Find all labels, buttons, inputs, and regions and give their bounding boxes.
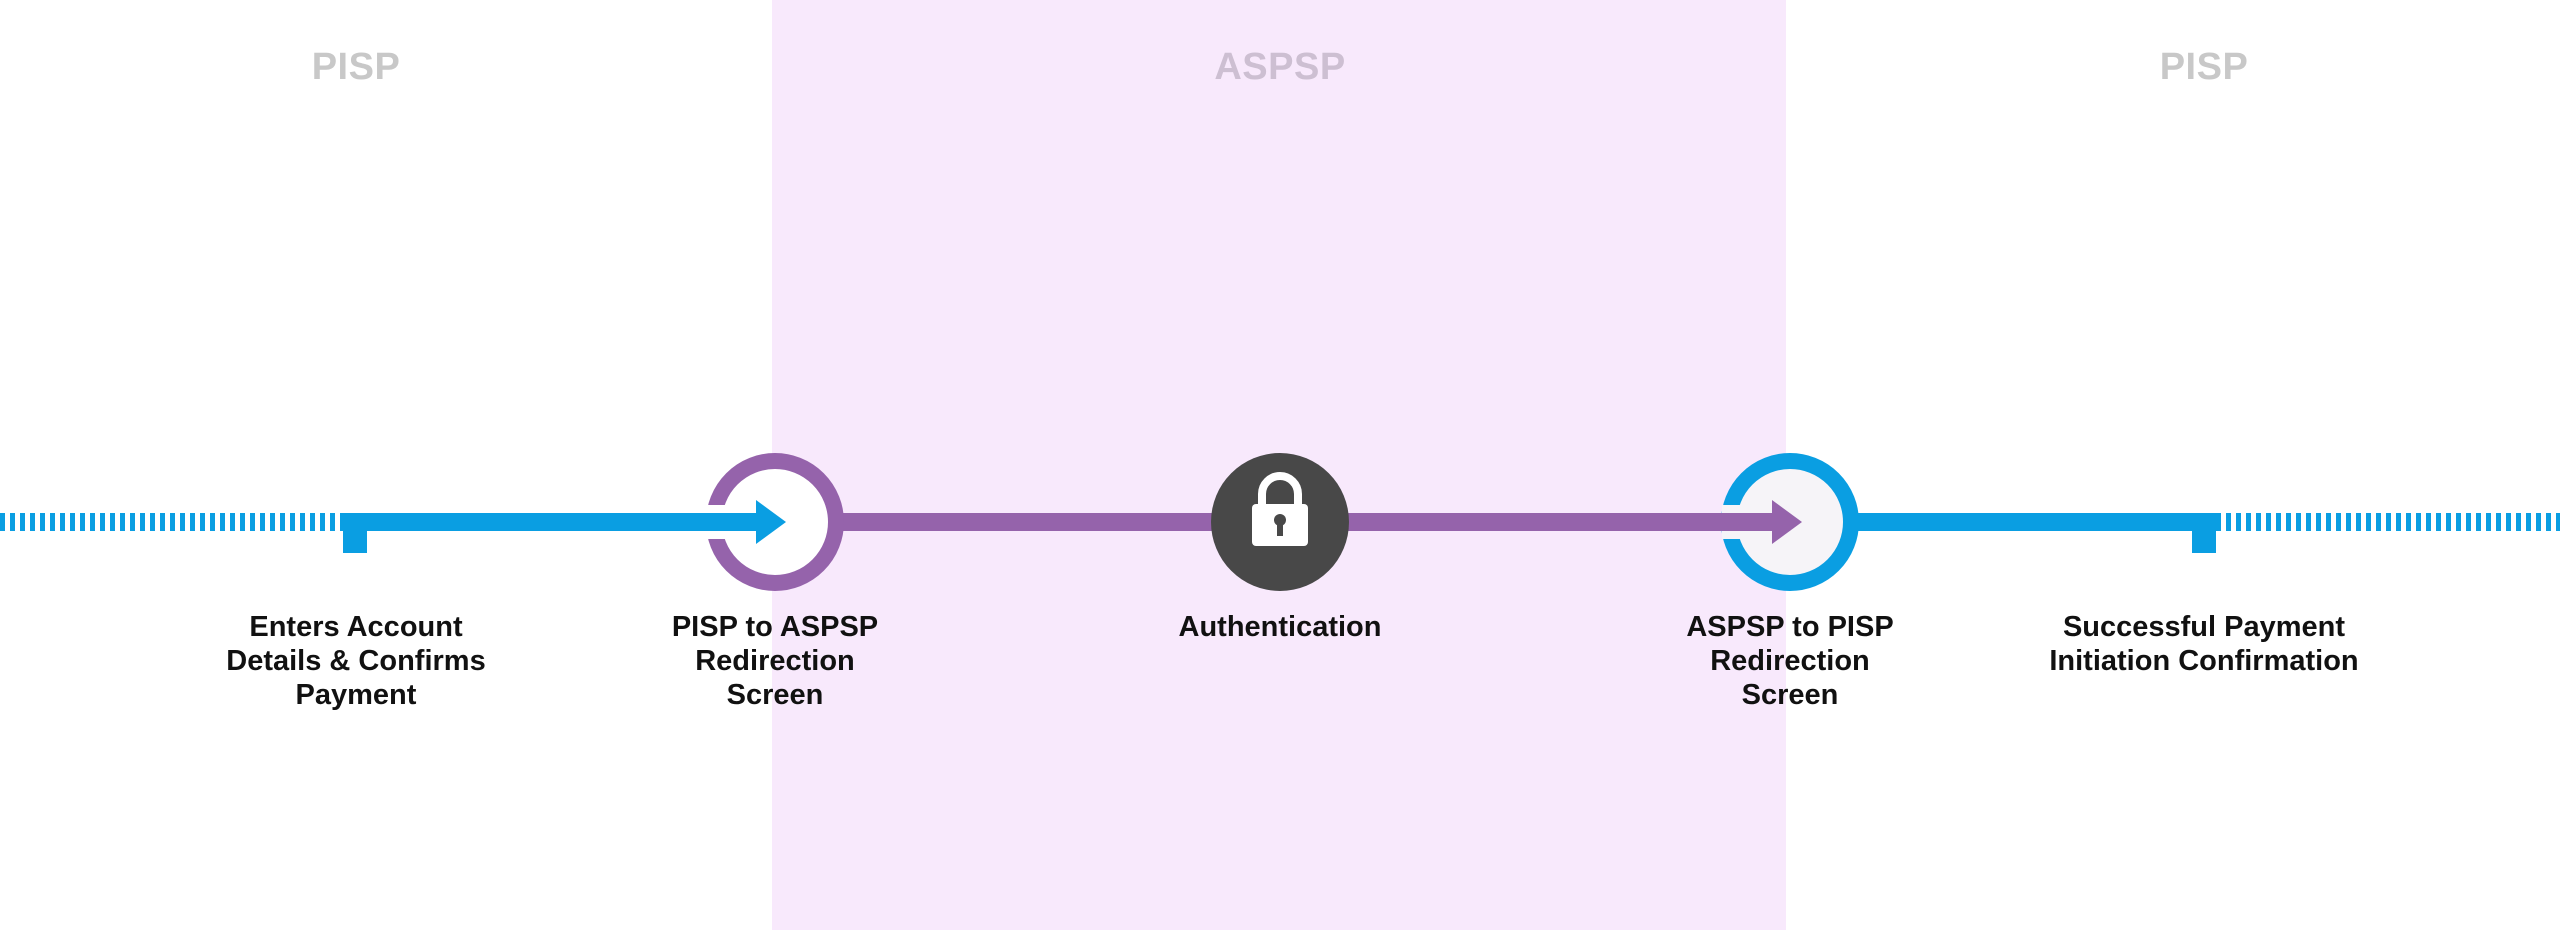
lane-title-pisp-left: PISP — [311, 46, 401, 88]
step-label-pisp-to-aspsp: PISP to ASPSP Redirection Screen — [671, 611, 879, 711]
arrow-head-icon — [1772, 500, 1802, 544]
arrow-head-icon — [756, 500, 786, 544]
padlock-icon — [1211, 453, 1349, 591]
end-marker — [2192, 513, 2216, 553]
step-label-enter-details: Enters Account Details & Confirms Paymen… — [226, 611, 486, 711]
lane-title-aspsp: ASPSP — [1214, 46, 1346, 88]
step-label-authentication: Authentication — [1178, 611, 1382, 643]
lane-title-pisp-right: PISP — [2159, 46, 2249, 88]
redirect-ring-icon — [1720, 453, 1859, 591]
redirect-ring-icon — [706, 453, 844, 591]
step-label-confirmation: Successful Payment Initiation Confirmati… — [2049, 611, 2359, 677]
step-label-aspsp-to-pisp: ASPSP to PISP Redirection Screen — [1686, 611, 1894, 711]
